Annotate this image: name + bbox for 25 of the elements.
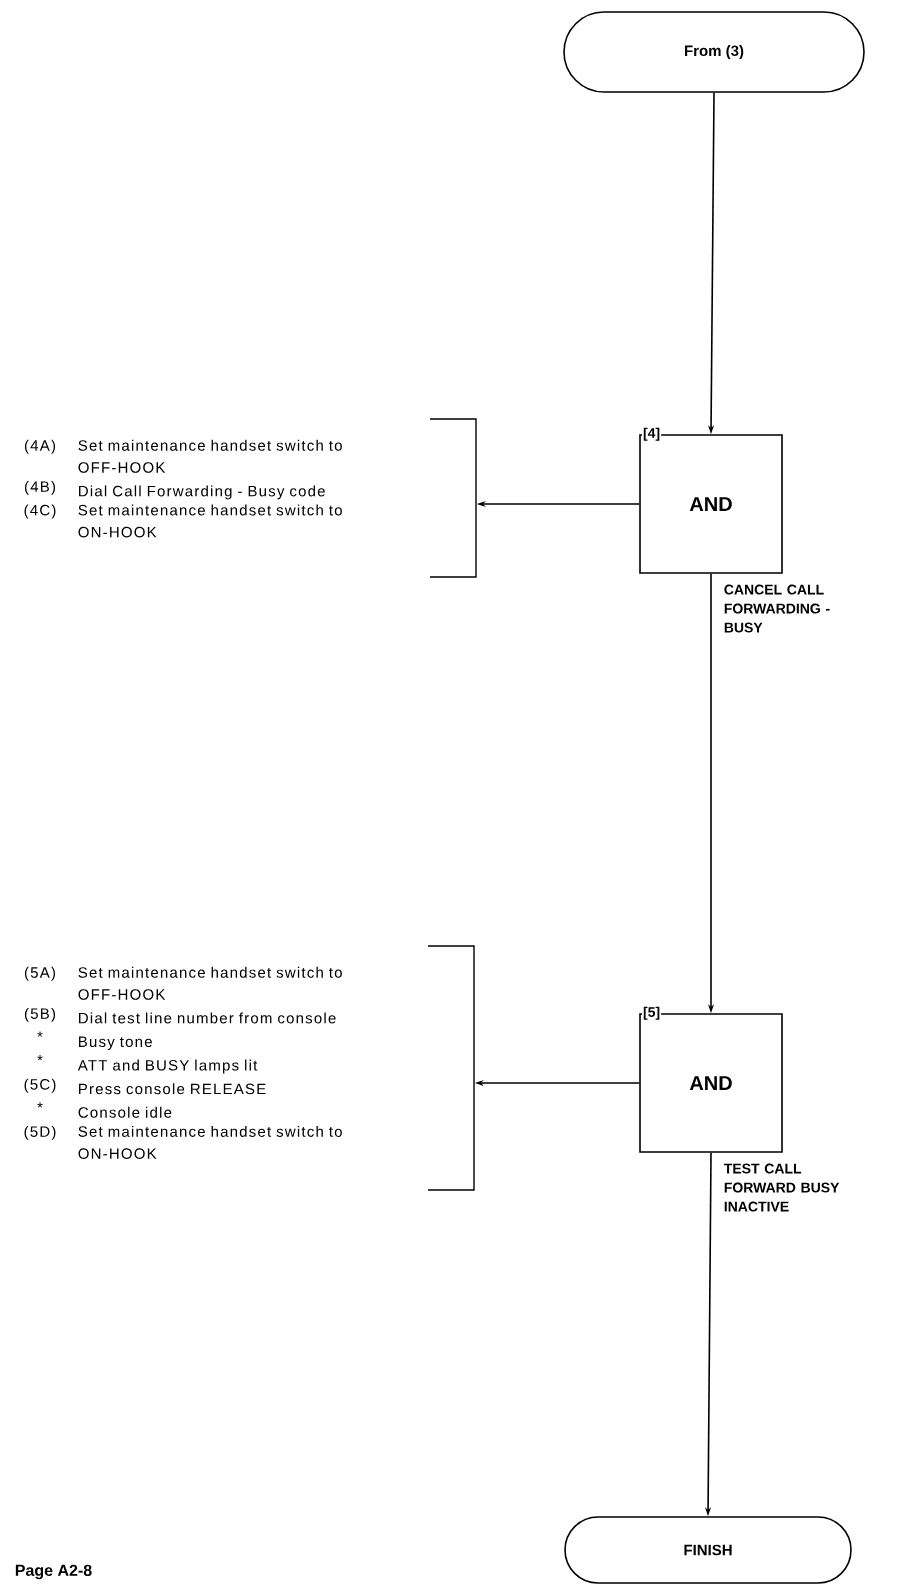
step-number: [5] [642,1005,662,1021]
step-text: Console idle [78,1106,172,1118]
step-marker: (4C) [24,504,56,519]
step-marker: * [37,1055,43,1061]
step-text: Dial Call Forwarding - Busy code [79,485,325,500]
step-text: Set maintenance handset switch to OFF-HOOK [78,439,342,473]
step-text: Set maintenance handset switch to ON-HOOK [78,504,342,538]
step-marker: (5A) [24,966,55,981]
step-text: ATT and BUSY lamps lit [77,1059,258,1074]
step-text: Set maintenance handset switch to OFF-HOOK [78,966,342,1000]
step-marker: (5D) [24,1125,56,1140]
step-text: Set maintenance handset switch to ON-HOOK [78,1125,342,1159]
step-marker: (5B) [24,1007,55,1022]
step-marker: * [37,1031,43,1037]
step-text: Press console RELEASE [79,1083,266,1095]
step-text: Busy tone [79,1036,152,1050]
step-number: [4] [642,426,662,442]
box-caption: TEST CALL FORWARD BUSY INACTIVE [723,1163,840,1212]
page-number: Page A2-8 [15,1564,92,1580]
step-text: Dial test line number from console [79,1012,336,1024]
step-marker: (5C) [24,1078,56,1093]
box-caption: CANCEL CALL FORWARDING - BUSY [724,584,830,633]
step-marker: (4A) [24,439,55,454]
step-marker: (4B) [24,480,55,495]
step-marker: * [37,1102,43,1108]
